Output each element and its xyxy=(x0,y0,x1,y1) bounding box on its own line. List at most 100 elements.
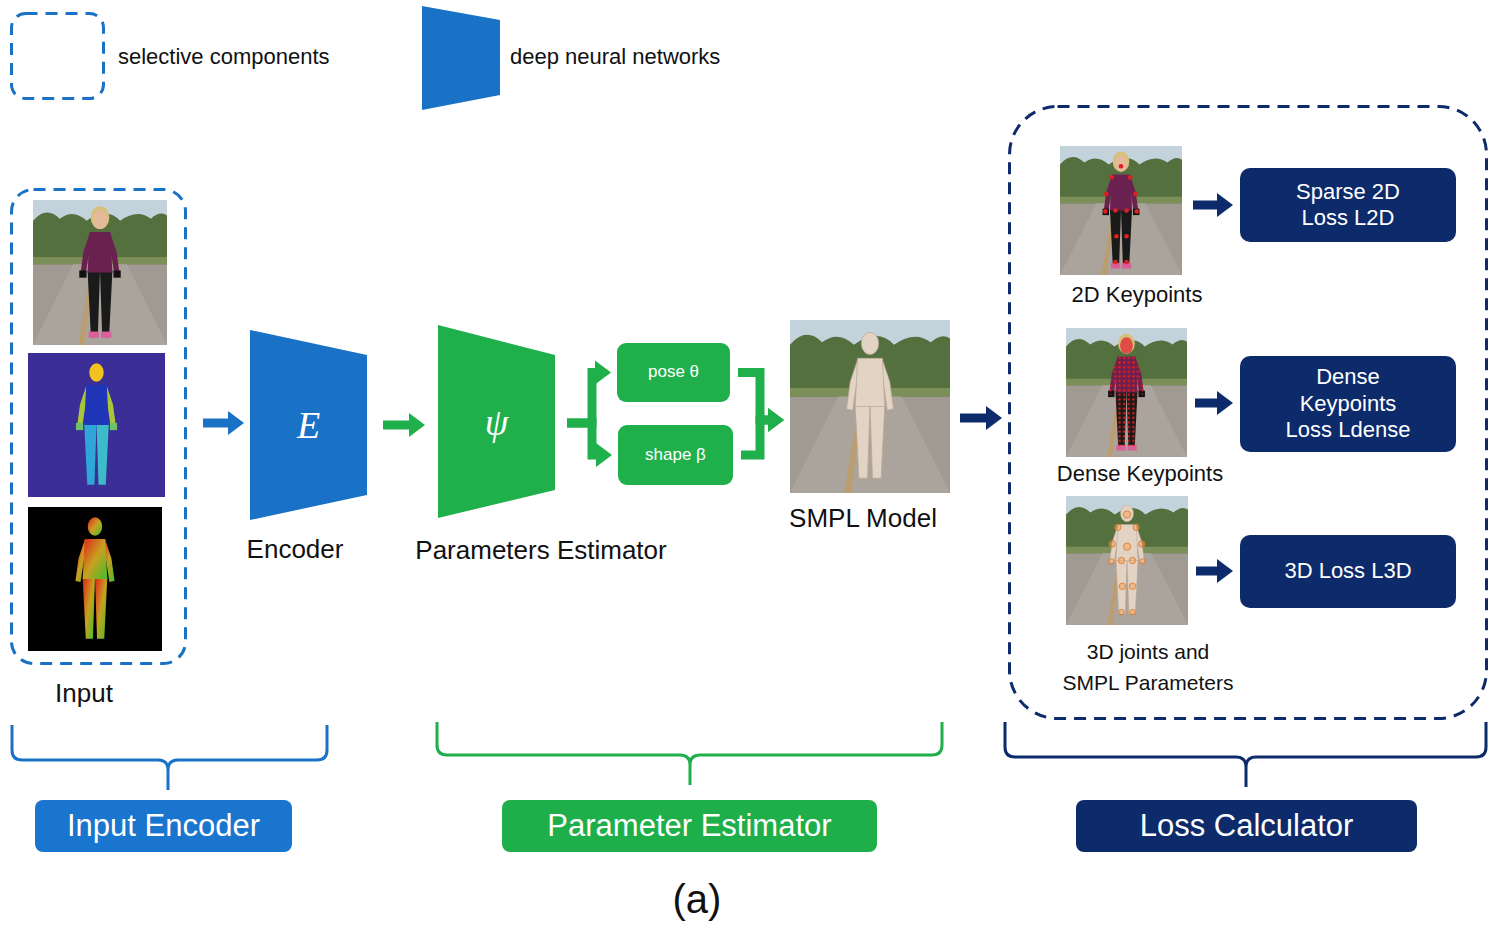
arrow-line xyxy=(738,373,770,421)
loss-label: 3D Loss L3D xyxy=(1278,558,1418,584)
art-use xyxy=(1060,146,1182,275)
image-label: SMPL Model xyxy=(743,503,983,534)
flow-arrow xyxy=(203,411,244,435)
arrow-line xyxy=(1195,399,1219,408)
art-use xyxy=(1066,328,1187,457)
art-use xyxy=(1103,152,1140,269)
legend-text-holder: selective components xyxy=(118,44,330,70)
art-use xyxy=(847,332,894,478)
arrow-head xyxy=(1217,559,1233,583)
smpl-model-image xyxy=(790,320,950,493)
stage-label-box: Loss Calculator xyxy=(1076,800,1417,852)
text-holder: Dense Keypoints Loss Ldense xyxy=(1240,356,1456,452)
loss-box: Dense Keypoints Loss Ldense xyxy=(1240,356,1456,452)
flow-arrow xyxy=(383,413,425,437)
text-holder: Parameters Estimator xyxy=(371,535,711,566)
arrow-line xyxy=(567,373,597,424)
legend-text: deep neural networks xyxy=(510,44,720,70)
input-dense-map xyxy=(28,507,162,651)
text-holder: 3D joints and SMPL Parameters xyxy=(1059,636,1237,698)
image-panel: 3D joints and SMPL Parameters xyxy=(1066,496,1188,625)
flow-arrow xyxy=(1195,391,1233,415)
arrow-head xyxy=(986,406,1002,430)
text-holder: Parameter Estimator xyxy=(502,800,877,852)
network-symbol: ψ xyxy=(485,403,509,441)
stage-label-box: Parameter Estimator xyxy=(502,800,877,852)
art-use xyxy=(1109,337,1144,446)
art-use xyxy=(1109,505,1144,614)
art-use xyxy=(76,363,117,484)
text-holder: Dense Keypoints xyxy=(1030,461,1250,487)
art-rect xyxy=(28,353,165,497)
group-bracket xyxy=(12,725,327,790)
flow-arrow xyxy=(1193,193,1233,217)
legend-swatch xyxy=(10,12,105,100)
art-rect xyxy=(28,507,162,651)
param-label: shape β xyxy=(645,445,706,465)
loss-box: Sparse 2D Loss L2D xyxy=(1240,168,1456,242)
arrow-line xyxy=(741,420,770,455)
art-use xyxy=(33,200,167,345)
input-part-segmentation xyxy=(28,353,165,497)
arrow-head xyxy=(1217,391,1233,415)
legend-dashed-sample xyxy=(12,14,104,99)
arrow-head xyxy=(595,361,611,385)
text-holder: SMPL Model xyxy=(743,503,983,534)
loss-box: 3D Loss L3D xyxy=(1240,535,1456,608)
trapezoid-shape xyxy=(250,330,367,520)
group-bracket xyxy=(437,722,942,785)
caption-holder: (a) xyxy=(597,875,797,923)
flow-arrow xyxy=(567,361,611,424)
figure-caption: (a) xyxy=(597,875,797,923)
arrow-line xyxy=(567,423,598,455)
flow-arrow xyxy=(567,423,612,467)
text-holder: Input xyxy=(14,678,154,709)
stage-label: Input Encoder xyxy=(67,807,260,844)
legend-swatch xyxy=(422,6,500,110)
text-holder: Sparse 2D Loss L2D xyxy=(1240,168,1456,242)
text-holder: Input Encoder xyxy=(35,800,292,852)
network-symbol: E xyxy=(297,406,320,444)
text-holder: pose θ xyxy=(617,343,730,402)
art-use xyxy=(1066,496,1188,625)
stage-label: Parameter Estimator xyxy=(547,807,831,844)
image-label: 2D Keypoints xyxy=(1027,282,1247,308)
arrow-line xyxy=(203,419,230,428)
flow-arrow xyxy=(960,406,1002,430)
text-holder: Loss Calculator xyxy=(1076,800,1417,852)
text-holder: shape β xyxy=(618,425,733,485)
text-holder: ψ xyxy=(438,325,555,518)
group-bracket xyxy=(1005,722,1486,787)
arrow-head xyxy=(596,443,612,467)
image-panel: 2D Keypoints xyxy=(1060,146,1182,275)
legend-text: selective components xyxy=(118,44,330,70)
legend-trapezoid-sample xyxy=(422,6,500,110)
arrow-head xyxy=(409,413,425,437)
param-box: pose θ xyxy=(617,343,730,402)
text-holder: Encoder xyxy=(185,534,405,565)
legend-text-holder: deep neural networks xyxy=(510,44,720,70)
loss-label: Dense Keypoints Loss Ldense xyxy=(1278,364,1418,443)
arrow-head xyxy=(1217,193,1233,217)
art-use xyxy=(1103,164,1139,264)
text-holder: E xyxy=(250,330,367,520)
loss-label: Sparse 2D Loss L2D xyxy=(1278,179,1418,232)
arrow-head xyxy=(768,408,784,432)
network-block: ψParameters Estimator xyxy=(438,325,555,518)
stage-label: Loss Calculator xyxy=(1140,807,1354,844)
arrow-line xyxy=(960,414,988,423)
dense-keypoints-image xyxy=(1066,328,1187,457)
text-holder: 2D Keypoints xyxy=(1027,282,1247,308)
param-label: pose θ xyxy=(648,362,699,382)
image-label: 3D joints and SMPL Parameters xyxy=(1059,636,1237,698)
arrow-line xyxy=(383,421,411,430)
arrow-line xyxy=(1193,201,1219,210)
dashed-group: 2D Keypoints Sparse 2D Loss L2D Dense Keyp… xyxy=(1008,105,1488,720)
network-block: EEncoder xyxy=(250,330,367,520)
arrow-head xyxy=(768,408,784,432)
stage-label-box: Input Encoder xyxy=(35,800,292,852)
art-use xyxy=(75,517,114,638)
